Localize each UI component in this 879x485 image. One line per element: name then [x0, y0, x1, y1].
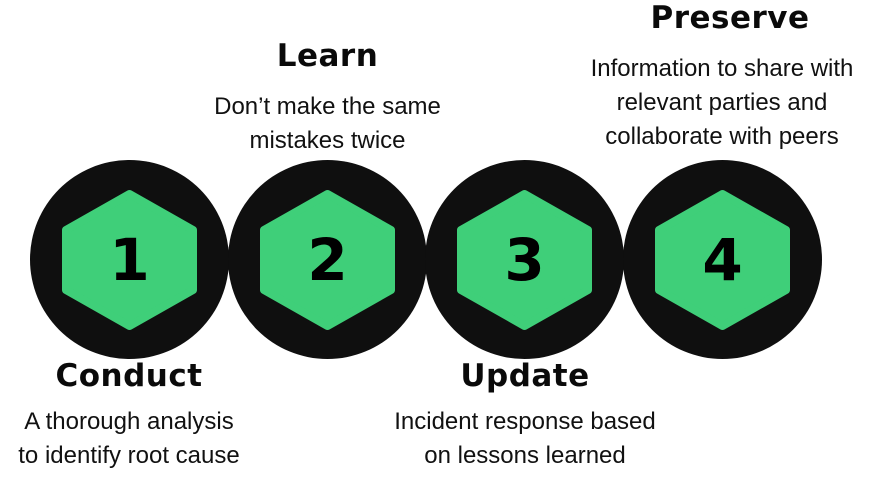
desc-line: Information to share with [590, 55, 854, 82]
step-1-description: A thorough analysis to identify root cau… [0, 405, 258, 473]
hexagon-icon [62, 190, 197, 330]
step-3-number: 3 [504, 225, 545, 294]
hexagon-icon [655, 190, 790, 330]
desc-line: Incident response based [394, 408, 656, 435]
desc-line: on lessons learned [424, 442, 626, 469]
step-2-circle: 2 [228, 160, 427, 359]
step-4-circle: 4 [623, 160, 822, 359]
hexagon-icon [457, 190, 592, 330]
step-3-circle: 3 [425, 160, 624, 359]
desc-line: relevant parties and [616, 89, 828, 116]
step-3-title: Update [460, 358, 590, 394]
step-4-number: 4 [702, 225, 743, 294]
desc-line: Don’t make the same [214, 93, 441, 120]
desc-line: mistakes twice [249, 127, 406, 154]
step-1-number: 1 [109, 225, 150, 294]
desc-line: collaborate with peers [605, 123, 839, 150]
step-1-circle: 1 [30, 160, 229, 359]
hexagon-icon [260, 190, 395, 330]
desc-line: A thorough analysis [24, 408, 234, 435]
step-2-number: 2 [307, 225, 348, 294]
step-4-title: Preserve [650, 0, 810, 36]
step-2-title: Learn [276, 38, 379, 74]
desc-line: to identify root cause [18, 442, 240, 469]
step-4-description: Information to share with relevant parti… [565, 52, 879, 154]
step-3-description: Incident response based on lessons learn… [370, 405, 680, 473]
step-1-title: Conduct [55, 358, 203, 394]
step-2-description: Don’t make the same mistakes twice [178, 90, 477, 158]
